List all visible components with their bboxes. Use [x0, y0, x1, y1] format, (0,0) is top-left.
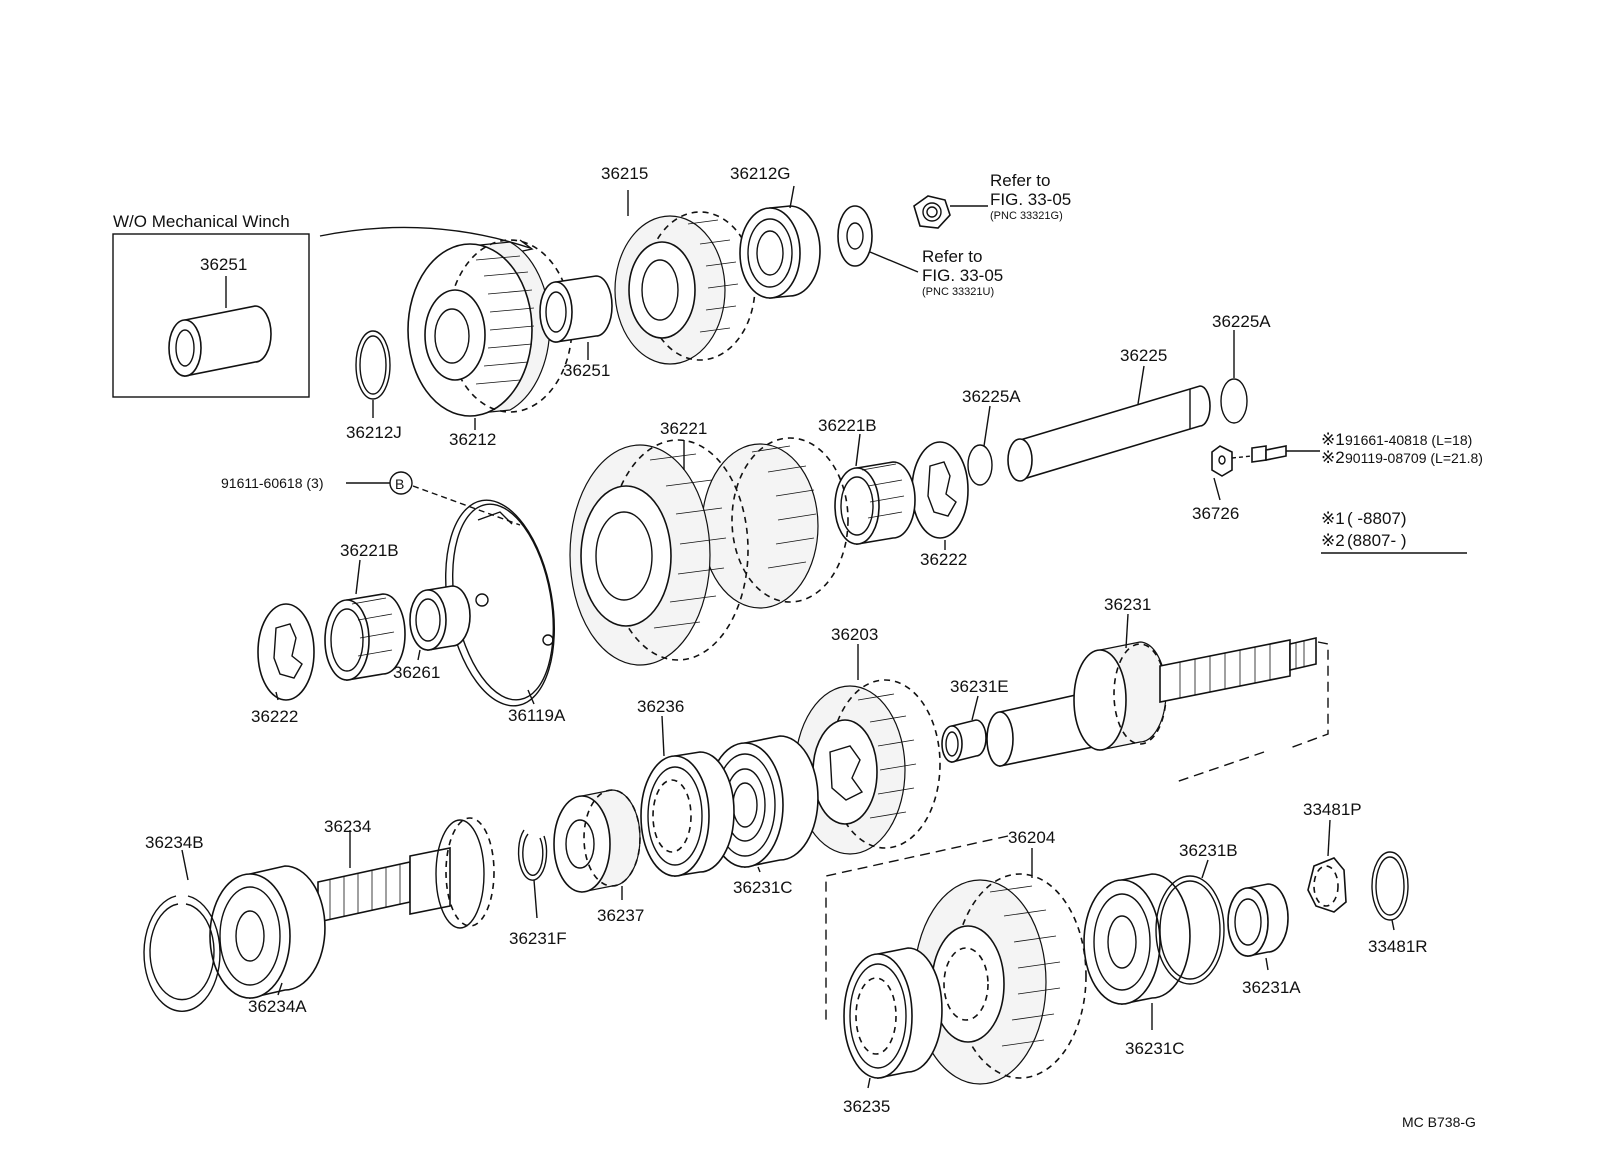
arrow-to-gear — [319, 226, 531, 249]
gear-36203 — [794, 679, 941, 855]
snap-ring-36225A-top — [1220, 378, 1248, 424]
sleeve-36235 — [843, 947, 943, 1079]
thrust-ring-36231B — [1155, 875, 1225, 985]
label-33481P: 33481P — [1303, 800, 1362, 819]
label-36237: 36237 — [597, 906, 644, 925]
needle-bearing-36221B-right — [834, 461, 916, 545]
needle-bearing-36221B-left — [324, 593, 406, 681]
date-legend-2-mark: ※2 — [1321, 531, 1345, 550]
label-36234B: 36234B — [145, 833, 204, 852]
date-legend: ※1 ( -8807) ※2 (8807- ) — [1321, 509, 1467, 554]
thrust-washer-36222-right — [911, 441, 969, 539]
label-36212: 36212 — [449, 430, 496, 449]
date-legend-1-text: ( -8807) — [1347, 509, 1407, 528]
label-36231F: 36231F — [509, 929, 567, 948]
collar-36251 — [539, 275, 613, 343]
bolt-36726 — [1251, 445, 1287, 463]
needle-bearing-36231E — [941, 719, 987, 764]
label-36231E: 36231E — [950, 677, 1009, 696]
bolt-note-1-text: 91661-40818 (L=18) — [1345, 432, 1472, 448]
refer-2-line1: Refer to — [922, 247, 982, 266]
label-36225A: 36225A — [962, 387, 1021, 406]
bolt-ref-label: 91611-60618 (3) — [221, 475, 323, 491]
collar-36251-boxed — [168, 305, 272, 377]
label-36204: 36204 — [1008, 828, 1055, 847]
synchro-ring-36236 — [640, 751, 735, 877]
label-36222-left: 36222 — [251, 707, 298, 726]
bolt-note-1-mark: ※1 — [1321, 430, 1345, 449]
label-36222-right: 36222 — [920, 550, 967, 569]
label-36261: 36261 — [393, 663, 440, 682]
bearing-36234A — [209, 865, 326, 1000]
refer-2-line3: (PNC 33321U) — [922, 286, 994, 298]
refer-1-line2: FIG. 33-05 — [990, 190, 1071, 209]
gear-36204 — [913, 873, 1087, 1085]
label-36231C-bottom: 36231C — [1125, 1039, 1185, 1058]
thrust-washer — [837, 205, 873, 267]
gear-36237 — [553, 789, 641, 893]
label-36234: 36234 — [324, 817, 371, 836]
cluster-gear-36221 — [569, 437, 849, 666]
label-36251: 36251 — [563, 361, 610, 380]
snap-ring-36234B — [143, 895, 221, 1012]
label-36212J: 36212J — [346, 423, 402, 442]
snap-ring-36212J — [355, 330, 391, 400]
b-marker-circle — [389, 471, 413, 495]
label-36726: 36726 — [1192, 504, 1239, 523]
winch-box-title: W/O Mechanical Winch — [113, 212, 290, 231]
refer-1-line1: Refer to — [990, 171, 1050, 190]
label-36215: 36215 — [601, 164, 648, 183]
label-36251-box: 36251 — [200, 255, 247, 274]
label-36234A: 36234A — [248, 997, 307, 1016]
b-marker: B — [395, 476, 404, 492]
figure-code: MC B738-G — [1402, 1114, 1476, 1130]
label-36221: 36221 — [660, 419, 707, 438]
collar-36231A — [1227, 883, 1289, 957]
label-36212G: 36212G — [730, 164, 791, 183]
gear-33481P — [1307, 857, 1347, 913]
snap-ring-33481R — [1371, 851, 1409, 921]
winch-option-box: W/O Mechanical Winch 36251 — [112, 212, 534, 398]
label-36231A: 36231A — [1242, 978, 1301, 997]
label-36203: 36203 — [831, 625, 878, 644]
label-36231B: 36231B — [1179, 841, 1238, 860]
output-shaft-36231 — [986, 636, 1317, 767]
snap-ring-36225A — [967, 444, 993, 486]
label-36236: 36236 — [637, 697, 684, 716]
bearing-36212G — [739, 205, 821, 299]
refer-1-line3: (PNC 33321G) — [990, 210, 1063, 222]
bearing-36231C-bottom — [1083, 873, 1191, 1005]
label-36231: 36231 — [1104, 595, 1151, 614]
lock-plate-36726 — [1211, 445, 1233, 477]
lock-nut — [913, 195, 951, 229]
bolt-note-2-text: 90119-08709 (L=21.8) — [1345, 450, 1483, 466]
label-36221B-right: 36221B — [818, 416, 877, 435]
refer-2-line2: FIG. 33-05 — [922, 266, 1003, 285]
date-legend-1-mark: ※1 — [1321, 509, 1345, 528]
label-36119A: 36119A — [508, 706, 566, 725]
label-36231C-top: 36231C — [733, 878, 793, 897]
label-36221B-left: 36221B — [340, 541, 399, 560]
bolt-note-2-mark: ※2 — [1321, 448, 1345, 467]
shaft-36225 — [1007, 385, 1211, 482]
gear-36215 — [614, 211, 756, 365]
snap-ring-36231F — [517, 829, 548, 881]
date-legend-2-text: (8807- ) — [1347, 531, 1407, 550]
label-36235: 36235 — [843, 1097, 890, 1116]
label-33481R: 33481R — [1368, 937, 1428, 956]
spacer-36261 — [409, 585, 471, 651]
label-36225A-top: 36225A — [1212, 312, 1271, 331]
thrust-washer-36222-left — [257, 603, 315, 701]
label-36225: 36225 — [1120, 346, 1167, 365]
